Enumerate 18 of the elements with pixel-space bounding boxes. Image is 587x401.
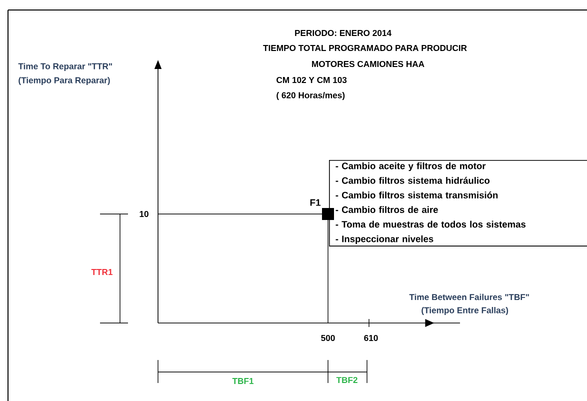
tick-label: 610: [364, 334, 378, 342]
heading-text: TIEMPO TOTAL PROGRAMADO PARA PRODUCIR: [263, 44, 467, 52]
dimension-label: TTR1: [90, 268, 114, 276]
dimension-label: TBF2: [335, 376, 359, 384]
heading-text: MOTORES CAMIONES HAA: [312, 60, 424, 68]
task-list-box: - Cambio aceite y filtros de motor - Cambio filtros sistema hidráulico - Cambio filtros sistema transmisión - Cambio filtros de aire - Toma de muestras de todos los sistemas - Inspeccionar niveles: [329, 160, 587, 246]
heading-text: CM 102 Y CM 103: [276, 76, 347, 84]
dimension-label: TBF1: [231, 377, 255, 385]
heading-text: PERIODO: ENERO 2014: [295, 30, 392, 36]
axis-title: (Tiempo Para Reparar): [18, 77, 110, 85]
axis-title: Time To Reparar "TTR": [18, 63, 112, 71]
axis-title: (Tiempo Entre Fallas): [422, 306, 508, 315]
axis-title: Time Between Failures "TBF": [409, 294, 529, 300]
heading-text: ( 620 Horas/mes): [276, 92, 345, 100]
marker-label: F1: [310, 199, 321, 206]
tick-label: 10: [140, 210, 148, 218]
failure-marker: [322, 208, 334, 220]
tick-label: 500: [321, 334, 335, 342]
